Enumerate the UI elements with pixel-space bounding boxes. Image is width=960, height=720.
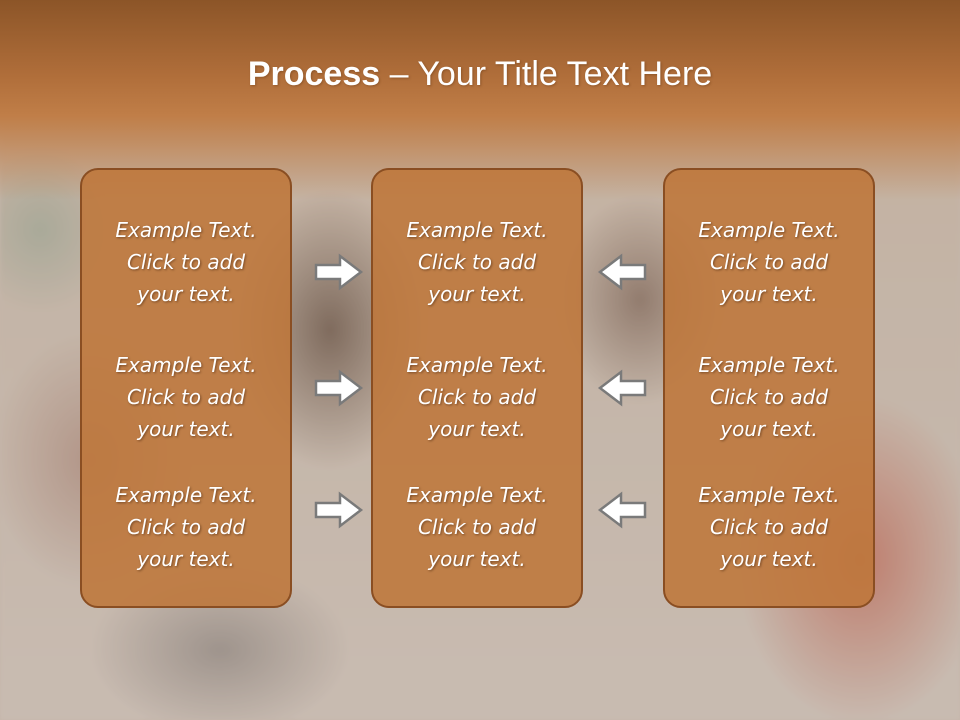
text-line: Example Text. <box>115 353 257 377</box>
text-line: Click to add <box>709 385 829 409</box>
slide-title[interactable]: Process – Your Title Text Here <box>0 52 960 96</box>
middle-text-box[interactable]: Example Text. Click to add your text. Ex… <box>371 168 583 608</box>
text-line: your text. <box>428 547 526 571</box>
text-line: Click to add <box>417 385 537 409</box>
text-item[interactable]: Example Text. Click to add your text. <box>665 349 873 445</box>
text-line: Example Text. <box>406 353 548 377</box>
arrow-right-icon <box>314 252 364 292</box>
text-line: Example Text. <box>115 218 257 242</box>
text-line: Example Text. <box>406 218 548 242</box>
title-bold: Process <box>247 55 381 93</box>
left-text-box[interactable]: Example Text. Click to add your text. Ex… <box>80 168 292 608</box>
arrow-right-icon <box>314 368 364 408</box>
text-item[interactable]: Example Text. Click to add your text. <box>82 349 290 445</box>
arrow-right-icon <box>314 490 364 530</box>
text-line: your text. <box>428 417 526 441</box>
text-item[interactable]: Example Text. Click to add your text. <box>665 479 873 575</box>
text-item[interactable]: Example Text. Click to add your text. <box>82 479 290 575</box>
title-band <box>0 0 960 200</box>
text-item[interactable]: Example Text. Click to add your text. <box>373 214 581 310</box>
text-line: Example Text. <box>698 218 840 242</box>
text-line: your text. <box>720 282 818 306</box>
text-item[interactable]: Example Text. Click to add your text. <box>82 214 290 310</box>
text-item[interactable]: Example Text. Click to add your text. <box>373 349 581 445</box>
text-line: Click to add <box>126 515 246 539</box>
text-line: your text. <box>720 417 818 441</box>
arrow-left-icon <box>597 368 647 408</box>
text-item[interactable]: Example Text. Click to add your text. <box>665 214 873 310</box>
text-line: Example Text. <box>698 483 840 507</box>
text-line: Click to add <box>126 250 246 274</box>
arrow-left-icon <box>597 490 647 530</box>
text-line: Click to add <box>709 250 829 274</box>
text-line: your text. <box>137 417 235 441</box>
title-rest: – Your Title Text Here <box>380 55 713 93</box>
text-line: Example Text. <box>698 353 840 377</box>
text-line: Click to add <box>417 515 537 539</box>
text-line: Example Text. <box>406 483 548 507</box>
text-line: your text. <box>137 282 235 306</box>
text-line: Example Text. <box>115 483 257 507</box>
text-line: your text. <box>720 547 818 571</box>
arrow-left-icon <box>597 252 647 292</box>
text-line: your text. <box>137 547 235 571</box>
right-text-box[interactable]: Example Text. Click to add your text. Ex… <box>663 168 875 608</box>
text-item[interactable]: Example Text. Click to add your text. <box>373 479 581 575</box>
text-line: Click to add <box>709 515 829 539</box>
text-line: your text. <box>428 282 526 306</box>
text-line: Click to add <box>417 250 537 274</box>
text-line: Click to add <box>126 385 246 409</box>
